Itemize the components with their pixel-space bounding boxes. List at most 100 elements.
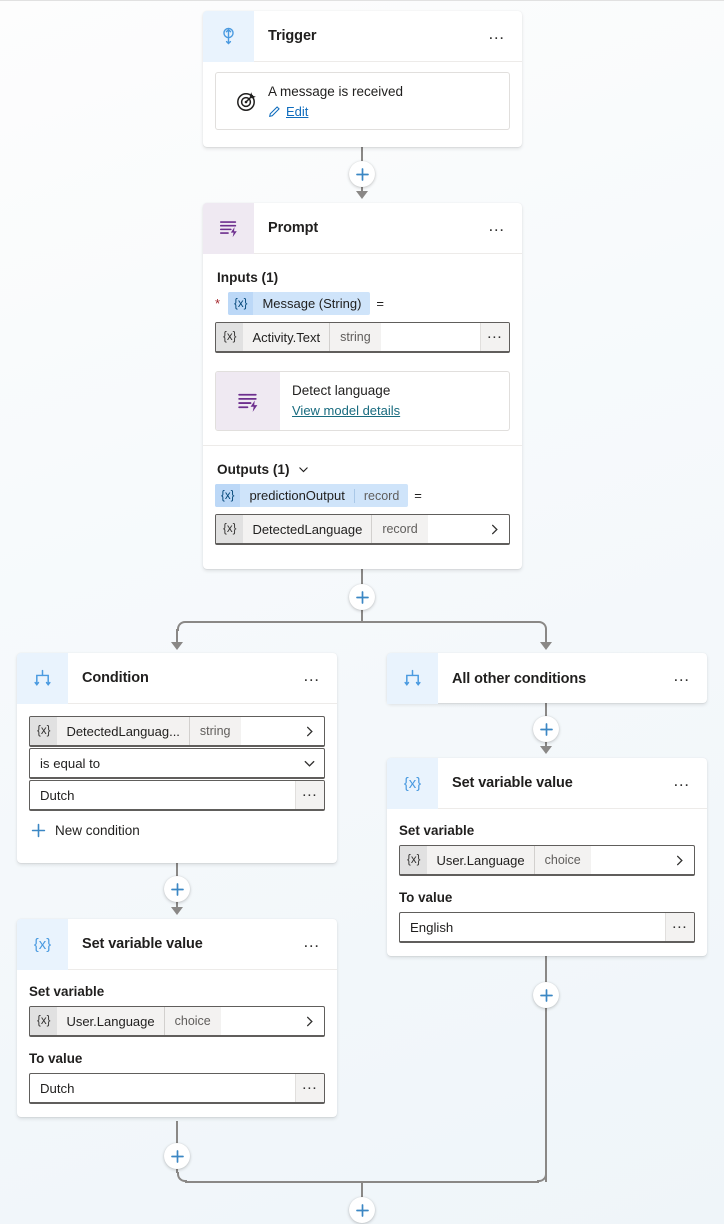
target-bullseye-icon <box>226 89 268 113</box>
prompt-divider <box>203 445 522 446</box>
set-var-english-value-field[interactable]: English … <box>399 912 695 943</box>
set-var-dutch-variable-field[interactable]: {x} User.Language choice <box>29 1006 325 1037</box>
arrow-condition-to-setvar <box>171 907 183 915</box>
node-set-variable-english[interactable]: {x} Set variable value … Set variable {x… <box>387 757 707 956</box>
prompt-model-box[interactable]: Detect language View model details <box>215 371 510 431</box>
plus-icon <box>539 722 553 736</box>
variable-braces-icon: {x} <box>216 323 244 351</box>
prompt-output-token-name: predictionOutput <box>249 488 345 503</box>
trigger-more-menu[interactable]: … <box>487 23 507 43</box>
node-trigger[interactable]: Trigger … A message is received <box>203 10 522 147</box>
prompt-output-token: {x} predictionOutput record <box>215 484 409 507</box>
node-set-variable-dutch[interactable]: {x} Set variable value … Set variable {x… <box>17 918 337 1117</box>
prompt-output-value-field[interactable]: {x} DetectedLanguage record <box>215 514 510 545</box>
prompt-outputs-label: Outputs (1) <box>217 462 290 477</box>
prompt-model-name: Detect language <box>292 383 391 398</box>
trigger-edit-link[interactable]: Edit <box>286 104 309 119</box>
add-node-after-trigger[interactable] <box>349 161 375 187</box>
set-var-english-value-menu[interactable]: … <box>665 913 694 941</box>
condition-value-field[interactable]: Dutch … <box>29 780 325 811</box>
add-node-after-set-var-english[interactable] <box>533 982 559 1008</box>
chevron-right-icon <box>306 1016 313 1026</box>
set-var-dutch-header: {x} Set variable value … <box>17 918 337 970</box>
node-prompt[interactable]: Prompt … Inputs (1) * {x} Message (Strin… <box>203 202 522 569</box>
node-condition[interactable]: Condition … {x} DetectedLanguag... strin… <box>17 652 337 863</box>
add-node-after-prompt[interactable] <box>349 584 375 610</box>
plus-icon <box>170 882 184 896</box>
prompt-title: Prompt <box>268 220 319 236</box>
variable-braces-icon: {x} <box>216 515 244 543</box>
set-var-english-more-menu[interactable]: … <box>672 770 692 790</box>
condition-operator-value: is equal to <box>40 755 101 771</box>
prompt-more-menu[interactable]: … <box>487 215 507 235</box>
trigger-body: A message is received Edit <box>203 62 522 144</box>
prompt-output-token-type: record <box>353 488 408 503</box>
condition-variable-field[interactable]: {x} DetectedLanguag... string <box>29 716 325 747</box>
prompt-output-equals: = <box>414 488 422 503</box>
required-marker: * <box>215 295 221 311</box>
variable-braces-icon: {x} <box>400 846 428 874</box>
set-var-dutch-more-menu[interactable]: … <box>302 931 322 951</box>
new-condition-button[interactable]: New condition <box>31 823 325 838</box>
prompt-model-details-link[interactable]: View model details <box>292 403 401 418</box>
connector-fork-right-down <box>545 629 547 647</box>
condition-variable-expand[interactable] <box>295 717 324 745</box>
add-node-after-set-var-dutch[interactable] <box>164 1143 190 1169</box>
prompt-lines-bolt-icon <box>216 372 280 430</box>
prompt-input-equals: = <box>376 296 385 311</box>
chevron-right-icon <box>676 855 683 865</box>
trigger-bulb-icon <box>203 10 254 62</box>
trigger-event-item[interactable]: A message is received Edit <box>215 72 510 130</box>
connector-merge-corner-left <box>177 1172 187 1182</box>
prompt-model-section: Detect language View model details <box>203 363 522 445</box>
set-var-english-value-text: English <box>410 919 454 935</box>
branch-condition-icon <box>17 652 68 704</box>
connector-fork-horizontal <box>185 621 539 623</box>
connector-right-branch-down <box>545 956 547 1182</box>
add-node-after-merge[interactable] <box>349 1197 375 1223</box>
prompt-input-value-type: string <box>329 323 381 351</box>
prompt-outputs-label-row[interactable]: Outputs (1) <box>217 462 510 477</box>
prompt-output-value-type: record <box>371 515 428 543</box>
set-var-english-variable-label: Set variable <box>399 823 475 838</box>
condition-more-menu[interactable]: … <box>302 665 322 685</box>
arrow-trigger-to-prompt <box>356 191 368 199</box>
set-var-dutch-value-field[interactable]: Dutch … <box>29 1073 325 1104</box>
set-var-english-variable-field[interactable]: {x} User.Language choice <box>399 845 695 876</box>
connector-fork-left-down <box>176 629 178 647</box>
all-other-conditions-more-menu[interactable]: … <box>672 666 692 685</box>
add-node-after-condition[interactable] <box>164 876 190 902</box>
prompt-input-value-field[interactable]: {x} Activity.Text string … <box>215 322 510 353</box>
prompt-input-value-menu[interactable]: … <box>480 323 509 351</box>
plus-icon <box>539 988 553 1002</box>
prompt-output-value-expand[interactable] <box>480 515 509 543</box>
condition-header: Condition … <box>17 652 337 704</box>
variable-braces-icon: {x} <box>17 918 68 970</box>
arrow-allother-to-setvar <box>540 746 552 754</box>
set-var-dutch-value-menu[interactable]: … <box>295 1074 324 1102</box>
chevron-down-icon <box>298 467 308 473</box>
prompt-input-token-name: Message (String) <box>262 296 362 311</box>
set-var-english-variable-expand[interactable] <box>665 846 694 874</box>
set-var-dutch-variable-expand[interactable] <box>295 1007 324 1035</box>
chevron-right-icon <box>491 524 498 534</box>
set-var-english-tovalue-label: To value <box>399 890 453 905</box>
set-var-dutch-value-text: Dutch <box>40 1080 75 1096</box>
trigger-edit-row[interactable]: Edit <box>268 104 499 119</box>
connector-fork-corner-right <box>537 621 547 631</box>
set-var-english-header: {x} Set variable value … <box>387 757 707 809</box>
condition-value-menu[interactable]: … <box>295 781 324 809</box>
condition-operator-chevron[interactable] <box>295 756 324 771</box>
chevron-right-icon <box>306 726 313 736</box>
node-all-other-conditions[interactable]: All other conditions … <box>387 653 707 704</box>
variable-braces-icon: {x} <box>387 757 438 809</box>
add-node-after-all-other-conditions[interactable] <box>533 716 559 742</box>
prompt-input-token: {x} Message (String) <box>228 292 371 315</box>
all-other-conditions-title: All other conditions <box>452 670 587 687</box>
condition-variable-type: string <box>188 717 241 745</box>
condition-value-text: Dutch <box>40 787 75 803</box>
condition-operator-select[interactable]: is equal to <box>29 748 325 779</box>
prompt-lines-bolt-icon <box>203 202 254 254</box>
connector-fork-corner-left <box>177 621 187 631</box>
plus-icon <box>355 167 369 181</box>
